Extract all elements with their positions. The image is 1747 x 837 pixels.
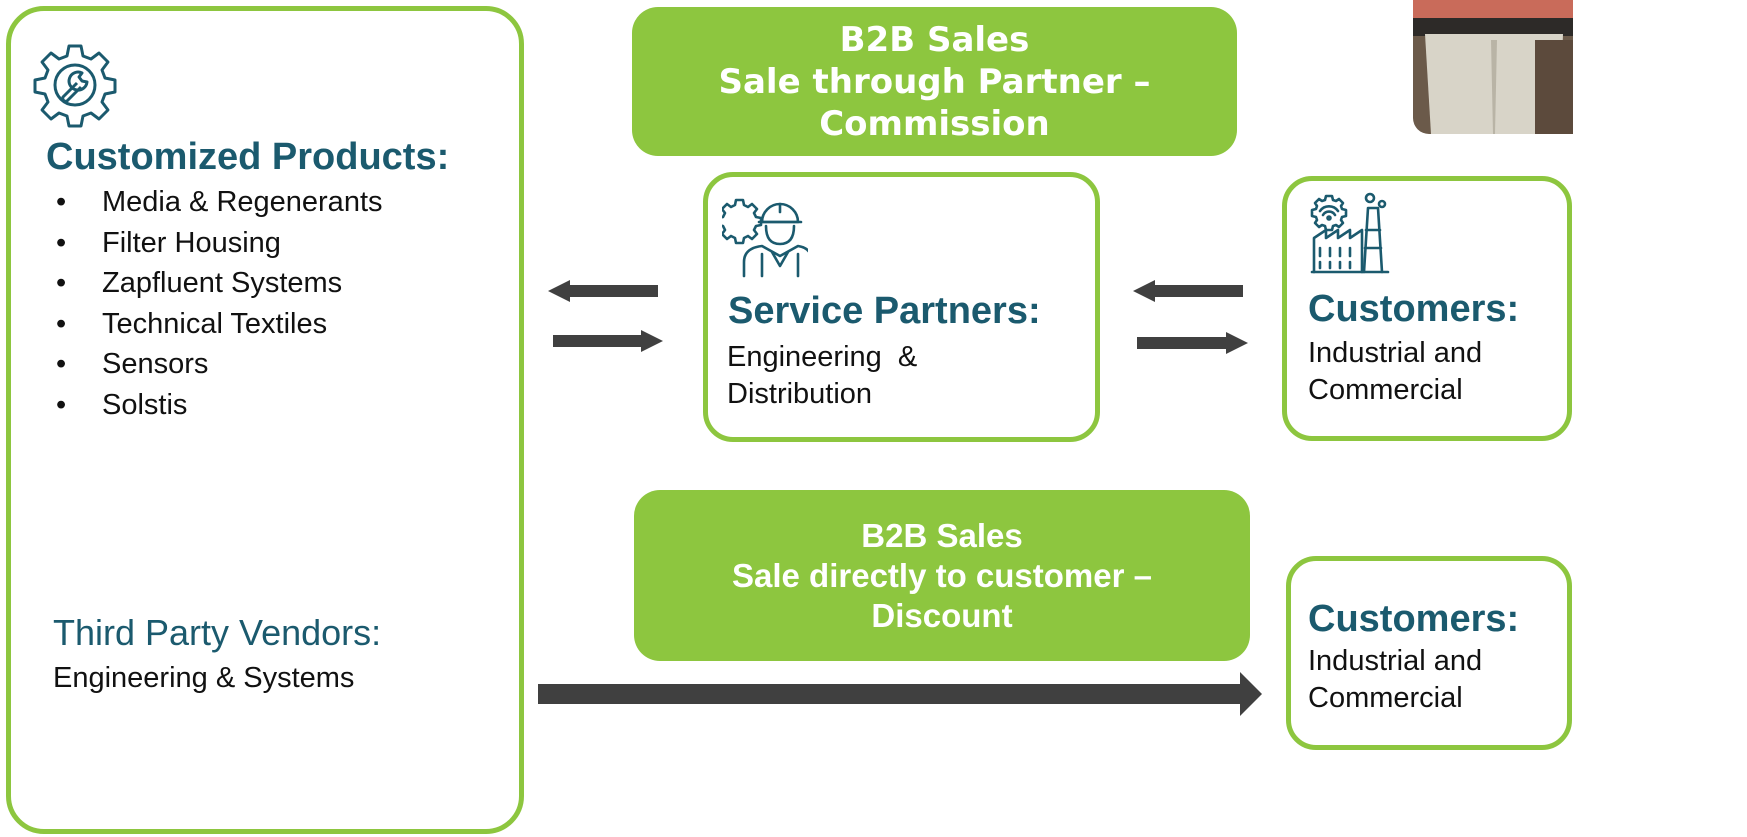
arrow-left-to-partners: [1133, 280, 1243, 302]
arrow-right-to-partners: [553, 330, 663, 352]
customers-bottom-box: [1286, 556, 1572, 750]
arrow-direct-to-customers: [538, 672, 1262, 716]
products-title: Customized Products:: [46, 136, 450, 178]
service-partners-title: Service Partners:: [728, 290, 1041, 332]
banner-partner-line1: B2B Sales: [839, 19, 1030, 60]
banner-partner-line3: Commission: [819, 103, 1050, 144]
service-partners-subtitle: Engineering & Distribution: [727, 339, 917, 413]
customers-top-line1: Industrial and: [1308, 337, 1483, 369]
list-item: Technical Textiles: [52, 306, 383, 347]
arrow-left-to-products: [548, 280, 658, 302]
vendors-subtitle: Engineering & Systems: [53, 660, 354, 697]
list-item: Media & Regenerants: [52, 184, 383, 225]
customers-top-subtitle: Industrial and Commercial: [1308, 335, 1482, 409]
banner-direct-line1: B2B Sales: [861, 516, 1023, 554]
arrow-right-to-customers: [1137, 332, 1248, 354]
customers-top-title: Customers:: [1308, 288, 1520, 330]
service-partners-box: [703, 172, 1100, 442]
customers-bottom-line2: Commercial: [1308, 682, 1463, 714]
list-item: Filter Housing: [52, 225, 383, 266]
banner-partner-sales: B2B Sales Sale through Partner – Commiss…: [632, 7, 1237, 156]
vendors-title: Third Party Vendors:: [53, 612, 382, 653]
customers-bottom-title: Customers:: [1308, 598, 1520, 640]
gear-wrench-icon: [30, 40, 120, 135]
products-list: Media & Regenerants Filter Housing Zapfl…: [52, 184, 383, 427]
customers-bottom-subtitle: Industrial and Commercial: [1308, 643, 1482, 717]
service-partners-line2: Distribution: [727, 378, 873, 410]
engineer-worker-icon: [716, 192, 814, 283]
banner-partner-line2: Sale through Partner –: [718, 61, 1151, 102]
customers-top-line2: Commercial: [1308, 374, 1463, 406]
person-photo: [1413, 0, 1573, 134]
smart-factory-icon: [1310, 190, 1390, 279]
list-item: Sensors: [52, 346, 383, 387]
list-item: Zapfluent Systems: [52, 265, 383, 306]
customers-bottom-line1: Industrial and: [1308, 645, 1483, 677]
banner-direct-sales: B2B Sales Sale directly to customer – Di…: [634, 490, 1250, 661]
banner-direct-line2: Sale directly to customer –: [732, 556, 1152, 594]
vendors-subtitle-text: Engineering & Systems: [53, 662, 355, 694]
banner-direct-line3: Discount: [871, 596, 1013, 634]
list-item: Solstis: [52, 387, 383, 428]
service-partners-line1: Engineering &: [727, 341, 918, 373]
